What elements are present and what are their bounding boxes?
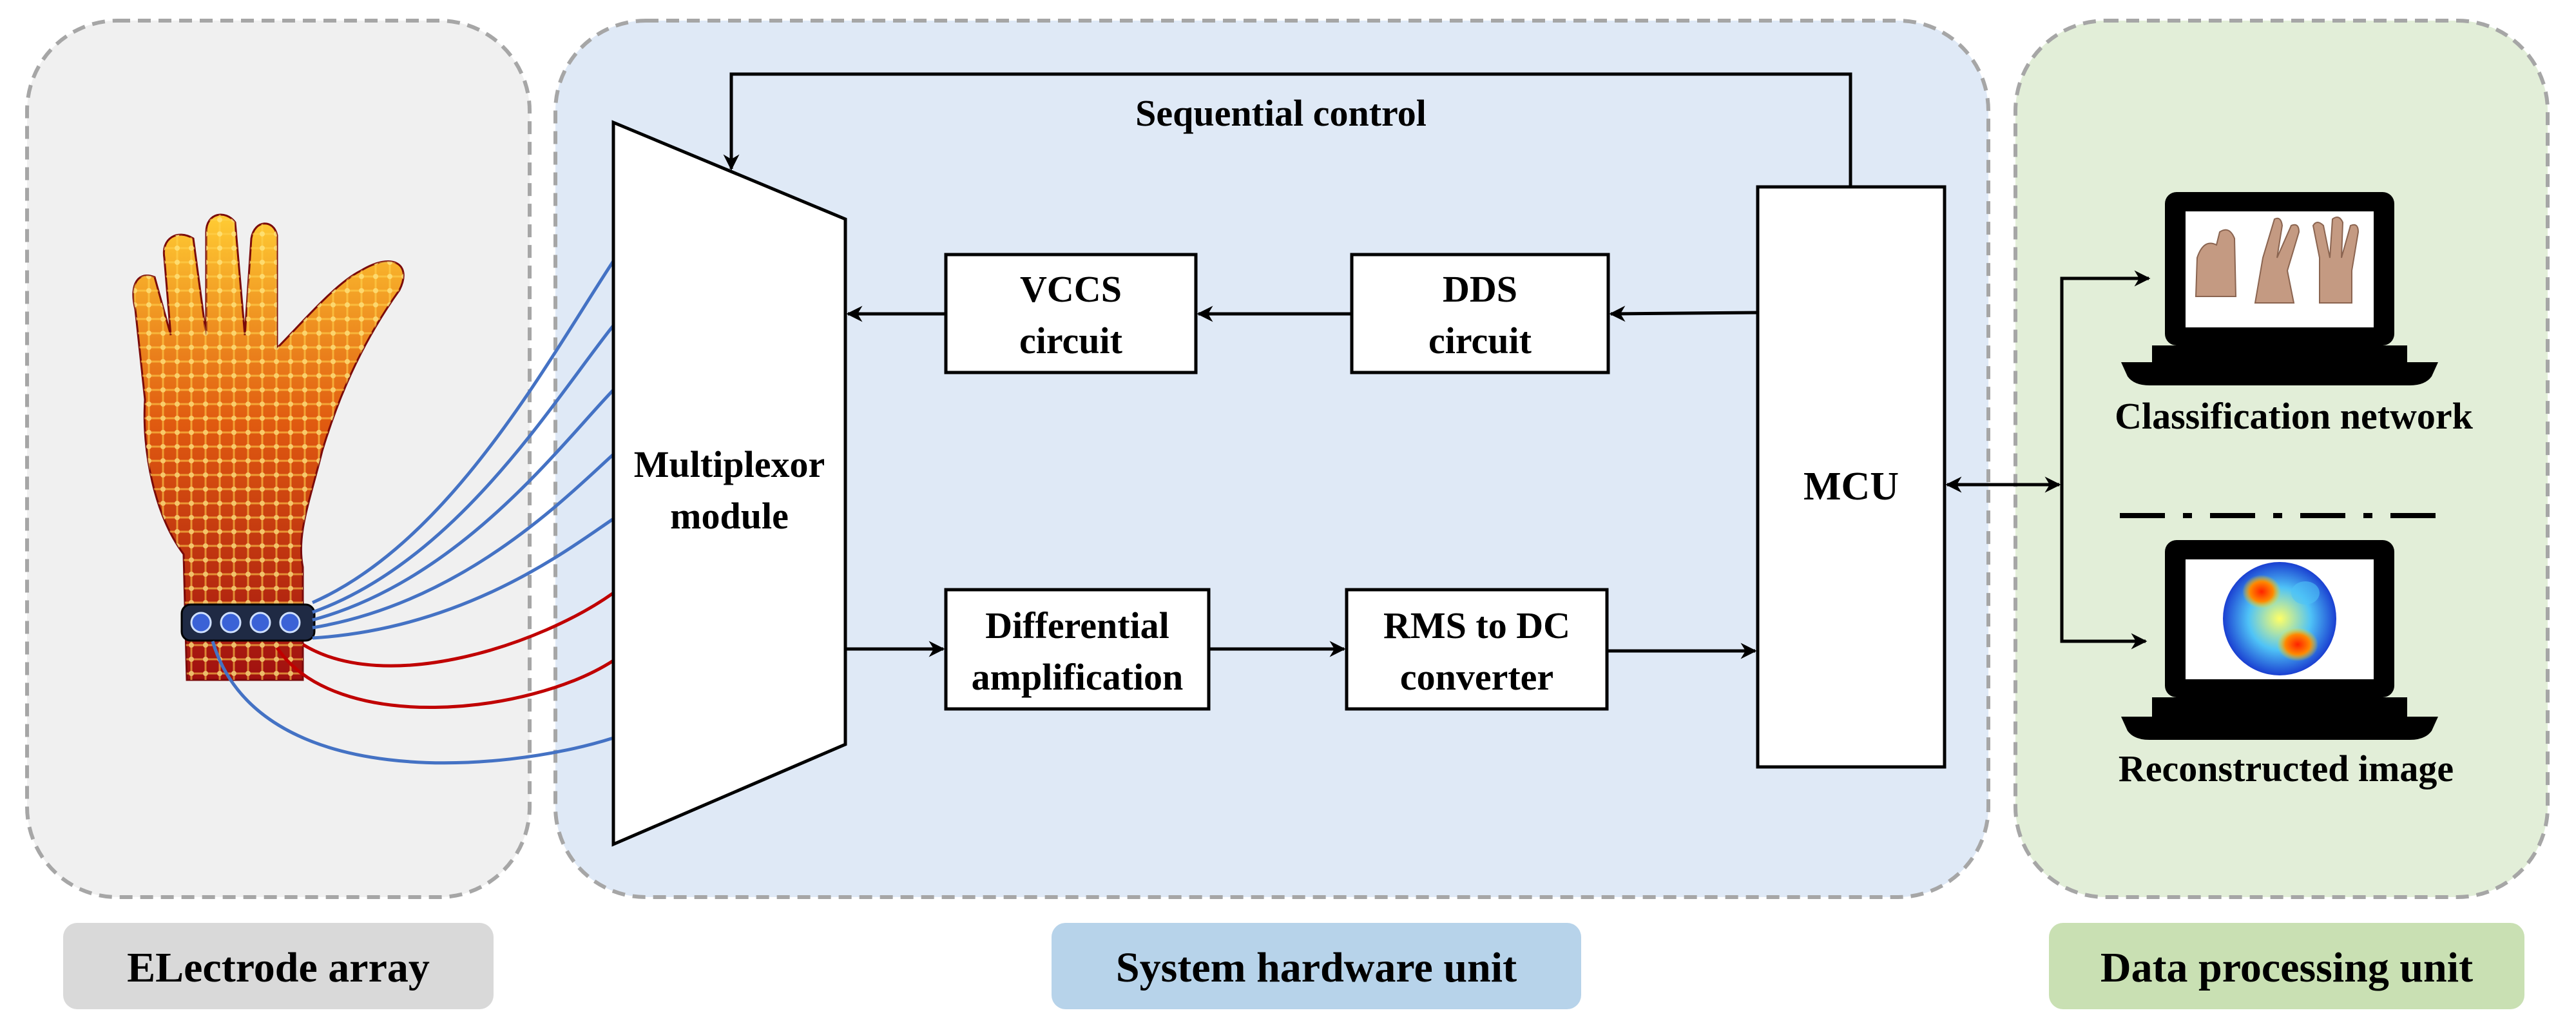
sequential-control-line [723, 72, 1852, 187]
system-hardware-caption-box [1052, 923, 1581, 1009]
wire-blue [211, 641, 614, 765]
electrode [190, 612, 212, 634]
wire-blue [312, 324, 615, 614]
electrode [249, 612, 271, 634]
arrow-mcu-to-dds [1609, 305, 1758, 322]
wire-blue [312, 517, 615, 640]
electrode-array-caption-box [63, 923, 494, 1009]
hand-glove-image [132, 213, 405, 681]
wire-red [275, 646, 615, 710]
multiplexor-label-line1: Multiplexor [634, 443, 825, 485]
classification-laptop [2121, 192, 2438, 385]
electrode [279, 612, 301, 634]
system-hardware-caption: System hardware unit [1116, 944, 1517, 991]
classification-network-label: Classification network [2115, 395, 2474, 437]
vccs-label-line1: VCCS [1020, 268, 1122, 310]
arrow-to-reconstruction [2060, 485, 2148, 650]
rms-label-line1: RMS to DC [1383, 605, 1570, 646]
differential-label-line1: Differential [985, 605, 1169, 646]
mcu-block [1756, 185, 1946, 769]
gesture-photos [2195, 216, 2360, 304]
mcu-label: MCU [1803, 465, 1899, 508]
wire-blue [312, 389, 615, 622]
hardware-panel [553, 19, 1990, 899]
multiplexor-module [611, 120, 847, 847]
processing-panel [2014, 19, 2550, 899]
vccs-label-line2: circuit [1019, 320, 1123, 362]
reconstruction-heatmap [2223, 562, 2336, 675]
dds-circuit-block [1350, 253, 1610, 374]
wire-blue [311, 260, 615, 605]
electrode-array-caption: ELectrode array [127, 944, 430, 991]
arrow-to-classification [2060, 270, 2151, 485]
signal-arrows [845, 270, 2151, 659]
multiplexor-label-line2: module [670, 495, 789, 537]
rms-label-line2: converter [1400, 656, 1553, 698]
data-processing-caption: Data processing unit [2100, 944, 2473, 991]
electrode [220, 612, 242, 634]
reconstruction-laptop [2121, 540, 2438, 740]
electrode-wires [211, 260, 615, 765]
wire-blue [312, 453, 615, 630]
differential-label-line2: amplification [972, 656, 1184, 698]
wire-red [302, 591, 615, 668]
dds-label-line1: DDS [1443, 268, 1517, 310]
differential-amplification-block [944, 588, 1211, 711]
reconstructed-image-label: Reconstructed image [2119, 748, 2454, 789]
data-processing-caption-box [2049, 923, 2524, 1009]
electrode-band [180, 603, 316, 642]
rms-to-dc-block [1345, 588, 1609, 711]
dds-label-line2: circuit [1428, 320, 1532, 362]
sequential-control-label: Sequential control [1135, 92, 1427, 134]
